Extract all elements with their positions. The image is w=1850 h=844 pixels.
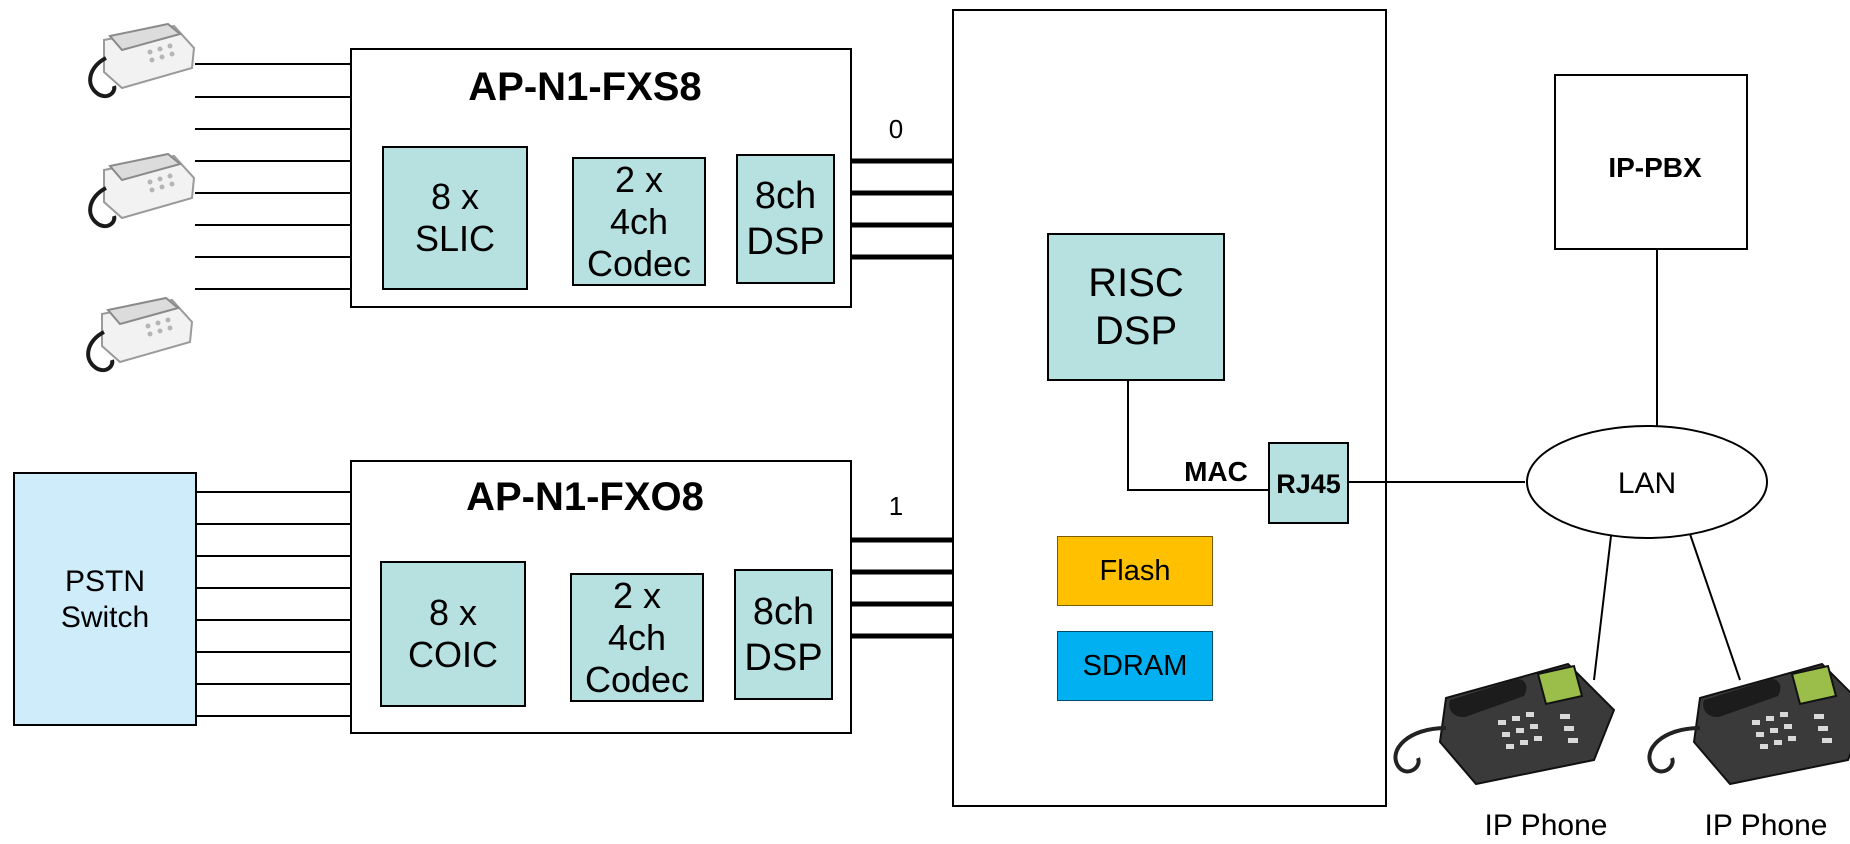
pstn-switch [13, 472, 197, 726]
lan-phone1-link [1593, 535, 1612, 681]
ip-pbx [1554, 74, 1748, 250]
lan-label: LAN [1617, 467, 1677, 500]
fxo-module-title: AP-N1-FXO8 [466, 474, 704, 519]
ip-phone-icon [1647, 662, 1850, 786]
fxs-module-title: AP-N1-FXS8 [468, 64, 702, 109]
fxo-trunk-lines [195, 491, 350, 717]
fxo-codec-chip [570, 573, 704, 702]
sdram-label: SDRAM [1082, 649, 1188, 682]
sdram-chip [1057, 631, 1213, 701]
flash-chip [1057, 536, 1213, 606]
fxs-phone-lines [195, 63, 350, 290]
fxs-dsp-label: 8ch DSP [746, 175, 825, 263]
fxs-dsp-chip [736, 154, 835, 284]
fxo-coic-chip [380, 561, 526, 707]
risc-dsp-label: RISC DSP [1088, 261, 1184, 353]
fxo-coic-label: 8 x COIC [408, 592, 498, 675]
flash-label: Flash [1099, 554, 1171, 587]
fxs-codec-label: 2 x 4ch Codec [586, 158, 692, 284]
risc-mac-link [1127, 381, 1268, 491]
rj45-label: RJ45 [1276, 468, 1341, 499]
lan-cloud [1526, 425, 1768, 539]
bus-0-label: 0 [888, 113, 904, 144]
pstn-switch-label: PSTN Switch [60, 565, 150, 634]
fxo-dsp-label: 8ch DSP [744, 590, 823, 679]
mac-label: MAC [1184, 456, 1248, 487]
analog-phone-icon [88, 152, 196, 229]
fxo-dsp-chip [734, 569, 833, 700]
ip-phone-label: IP Phone [1704, 809, 1828, 842]
fxs-slic-chip [382, 146, 528, 290]
fxo-codec-label: 2 x 4ch Codec [584, 574, 690, 700]
analog-phone-icon [88, 22, 196, 99]
fxs-slic-label: 8 x SLIC [414, 176, 496, 259]
bus-0-lines [852, 158, 952, 260]
ip-phone-label: IP Phone [1484, 809, 1608, 842]
fxs-codec-chip [572, 157, 706, 286]
bus-1-label: 1 [888, 490, 904, 521]
rj45-port [1268, 442, 1349, 524]
ip-pbx-label: IP-PBX [1608, 152, 1702, 183]
lan-phone2-link [1689, 533, 1741, 681]
main-board [952, 9, 1387, 807]
bus-1-lines [852, 537, 952, 639]
risc-dsp-chip [1047, 233, 1225, 381]
analog-phone-icon [86, 296, 194, 373]
ip-phone-icon [1393, 662, 1616, 786]
